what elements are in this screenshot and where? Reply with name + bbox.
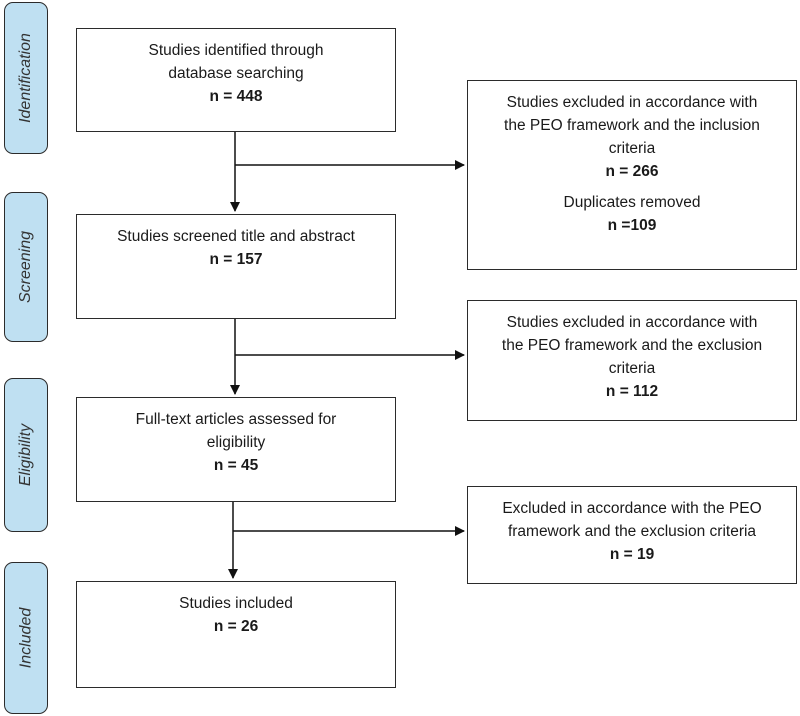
- box-screened-count: n = 157: [209, 251, 263, 268]
- box-screened-text-1: Studies screened title and abstract: [117, 228, 355, 245]
- box-identified-text-2: database searching: [168, 65, 304, 82]
- box-excluded-exclusion-text-1: Studies excluded in accordance with: [506, 314, 758, 331]
- box-excluded-inclusion: Studies excluded in accordance with the …: [467, 80, 797, 270]
- box-excluded-peo-text-1: Excluded in accordance with the PEO: [502, 500, 762, 517]
- box-excluded-inclusion-count: n = 266: [605, 163, 659, 180]
- box-fulltext-text-2: eligibility: [206, 434, 266, 451]
- box-identified-count: n = 448: [209, 88, 263, 105]
- box-fulltext-text-1: Full-text articles assessed for: [135, 411, 337, 428]
- box-excluded-exclusion-text-3: criteria: [608, 360, 656, 377]
- box-excluded-inclusion-text-3: criteria: [608, 140, 656, 157]
- box-excluded-inclusion-text-2: the PEO framework and the inclusion: [504, 117, 760, 134]
- box-screened: Studies screened title and abstract n = …: [76, 214, 396, 319]
- box-excluded-peo-count: n = 19: [609, 546, 655, 563]
- box-included-count: n = 26: [213, 618, 259, 635]
- box-duplicates-count: n =109: [607, 217, 657, 234]
- phase-included: Included: [4, 562, 48, 714]
- phase-identification: Identification: [4, 2, 48, 154]
- box-excluded-peo: Excluded in accordance with the PEO fram…: [467, 486, 797, 584]
- box-excluded-exclusion-count: n = 112: [605, 383, 659, 400]
- box-fulltext-count: n = 45: [213, 457, 259, 474]
- box-included: Studies included n = 26: [76, 581, 396, 688]
- box-included-text-1: Studies included: [179, 595, 293, 612]
- box-identified-text-1: Studies identified through: [148, 42, 324, 59]
- box-excluded-inclusion-text-1: Studies excluded in accordance with: [506, 94, 758, 111]
- box-excluded-peo-text-2: framework and the exclusion criteria: [507, 523, 757, 540]
- phase-eligibility: Eligibility: [4, 378, 48, 532]
- box-excluded-exclusion-text-2: the PEO framework and the exclusion: [501, 337, 763, 354]
- box-excluded-exclusion: Studies excluded in accordance with the …: [467, 300, 797, 421]
- box-fulltext: Full-text articles assessed for eligibil…: [76, 397, 396, 502]
- box-duplicates-text: Duplicates removed: [563, 194, 701, 211]
- phase-screening: Screening: [4, 192, 48, 342]
- box-identified: Studies identified through database sear…: [76, 28, 396, 132]
